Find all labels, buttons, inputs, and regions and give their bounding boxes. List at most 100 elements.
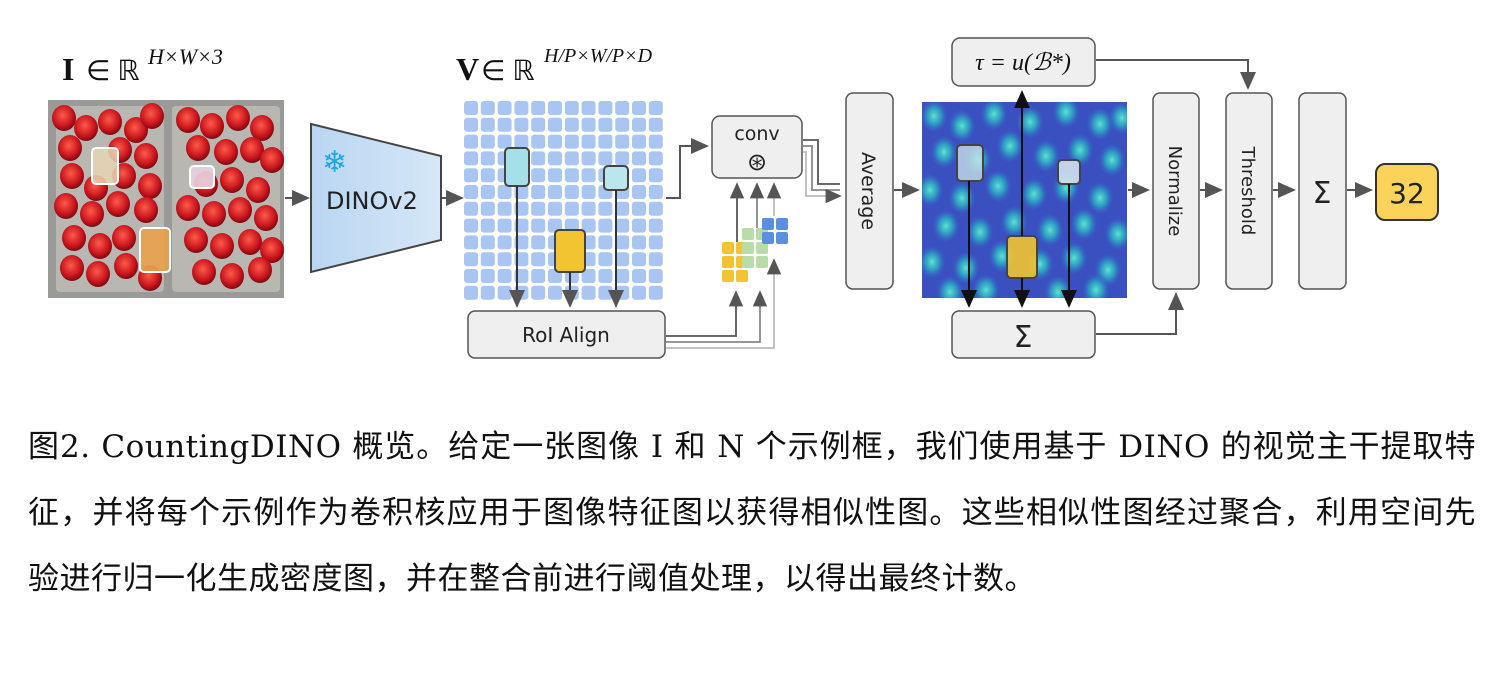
feature-cell xyxy=(464,134,478,149)
feature-cell xyxy=(548,134,562,149)
kernel-cell xyxy=(776,218,788,230)
density-blob xyxy=(1032,139,1060,173)
countingdino-diagram: I ∈ ℝ H×W×3 ❄ DINOv2 V ∈ ℝ H/P×W/P×D RoI… xyxy=(48,37,1439,359)
feature-exemplar-2 xyxy=(603,165,629,191)
feature-cell xyxy=(564,151,579,166)
strawberry xyxy=(192,259,216,285)
strawberry xyxy=(214,139,238,165)
kernel-cell xyxy=(742,242,754,254)
input-label: I ∈ ℝ H×W×3 xyxy=(62,44,223,87)
strawberry xyxy=(60,163,84,189)
strawberry xyxy=(254,205,278,231)
feature-cell xyxy=(480,201,495,216)
feature-cell xyxy=(480,117,495,132)
strawberry xyxy=(106,191,130,217)
strawberry xyxy=(248,257,272,283)
arrow-roi-to-kernel-1 xyxy=(666,290,744,337)
strawberry xyxy=(246,177,270,203)
density-exemplar-1 xyxy=(956,144,984,182)
feature-cell xyxy=(497,201,512,216)
feature-cell xyxy=(648,285,663,300)
feature-cell xyxy=(632,269,646,283)
strawberry xyxy=(228,197,252,223)
feature-cell xyxy=(564,285,579,300)
strawberry xyxy=(202,201,226,227)
feature-cell xyxy=(531,285,546,300)
normalize-label: Normalize xyxy=(1164,146,1185,237)
kernel-cell xyxy=(756,242,768,254)
kernel-cell xyxy=(722,270,734,282)
strawberry xyxy=(138,173,162,199)
feature-cell xyxy=(548,285,562,300)
density-blob xyxy=(948,181,976,215)
figure-caption: 图2. CountingDINO 概览。给定一张图像 I 和 N 个示例框，我们… xyxy=(28,429,1476,597)
feature-cell xyxy=(480,134,495,149)
feature-cell xyxy=(497,218,512,233)
feature-cell xyxy=(548,151,562,166)
feature-cell xyxy=(648,269,663,283)
feature-cell xyxy=(564,101,579,115)
feature-cell xyxy=(497,101,512,115)
feature-cell xyxy=(480,252,495,267)
feature-cell xyxy=(648,235,663,250)
average-label: Average xyxy=(857,152,879,230)
feature-cell xyxy=(464,117,478,132)
feature-cell xyxy=(514,101,529,115)
density-blob xyxy=(1082,273,1110,298)
feature-cell xyxy=(464,269,478,283)
roi-align-box: RoI Align xyxy=(467,310,666,359)
density-blob xyxy=(980,102,1008,131)
strawberry xyxy=(52,105,76,131)
feature-cell xyxy=(581,285,596,300)
strawberry xyxy=(238,229,262,255)
feature-cell xyxy=(548,185,562,199)
strawberry xyxy=(62,225,86,251)
feature-cell xyxy=(464,285,478,300)
feature-cell xyxy=(497,252,512,267)
kernel-cell xyxy=(736,270,748,282)
feature-cell xyxy=(497,185,512,199)
feature-cell xyxy=(648,185,663,199)
feature-cell xyxy=(632,117,646,132)
kernel-cell xyxy=(722,242,734,254)
strawberry xyxy=(186,135,210,161)
arrow-conv-to-average-3 xyxy=(803,151,842,204)
feature-cell xyxy=(514,134,529,149)
average-box: Average xyxy=(845,92,894,290)
svg-text:∈ ℝ: ∈ ℝ xyxy=(481,56,535,87)
feature-cell xyxy=(480,168,495,183)
strawberry xyxy=(134,143,158,169)
feature-cell xyxy=(564,185,579,199)
strawberry xyxy=(80,201,104,227)
svg-text:I: I xyxy=(62,51,74,87)
feature-cell xyxy=(615,151,630,166)
feature-cell xyxy=(598,269,613,283)
kernel-cell xyxy=(742,228,754,240)
feature-cell xyxy=(598,201,613,216)
strawberry xyxy=(88,233,112,259)
feature-cell xyxy=(464,201,478,216)
feature-cell xyxy=(581,168,596,183)
feature-cell xyxy=(632,235,646,250)
strawberry xyxy=(250,115,274,141)
feature-cell xyxy=(615,201,630,216)
kernel-cell xyxy=(756,256,768,268)
feature-cell xyxy=(615,252,630,267)
strawberry xyxy=(140,103,164,129)
strawberry xyxy=(86,261,110,287)
kernel-cell xyxy=(742,256,754,268)
density-blob xyxy=(922,173,944,207)
threshold-label: Threshold xyxy=(1237,146,1258,236)
feature-cell xyxy=(464,235,478,250)
density-blob xyxy=(972,273,1000,298)
strawberry xyxy=(220,263,244,289)
exemplar-kernels xyxy=(722,218,788,282)
feature-cell xyxy=(632,151,646,166)
sum-symbol-1: Σ xyxy=(1014,320,1033,355)
feature-cell xyxy=(564,134,579,149)
density-blob xyxy=(1070,207,1098,241)
feature-cell xyxy=(615,269,630,283)
density-blob xyxy=(1036,213,1064,247)
feature-cell xyxy=(548,101,562,115)
density-blob xyxy=(936,275,964,298)
